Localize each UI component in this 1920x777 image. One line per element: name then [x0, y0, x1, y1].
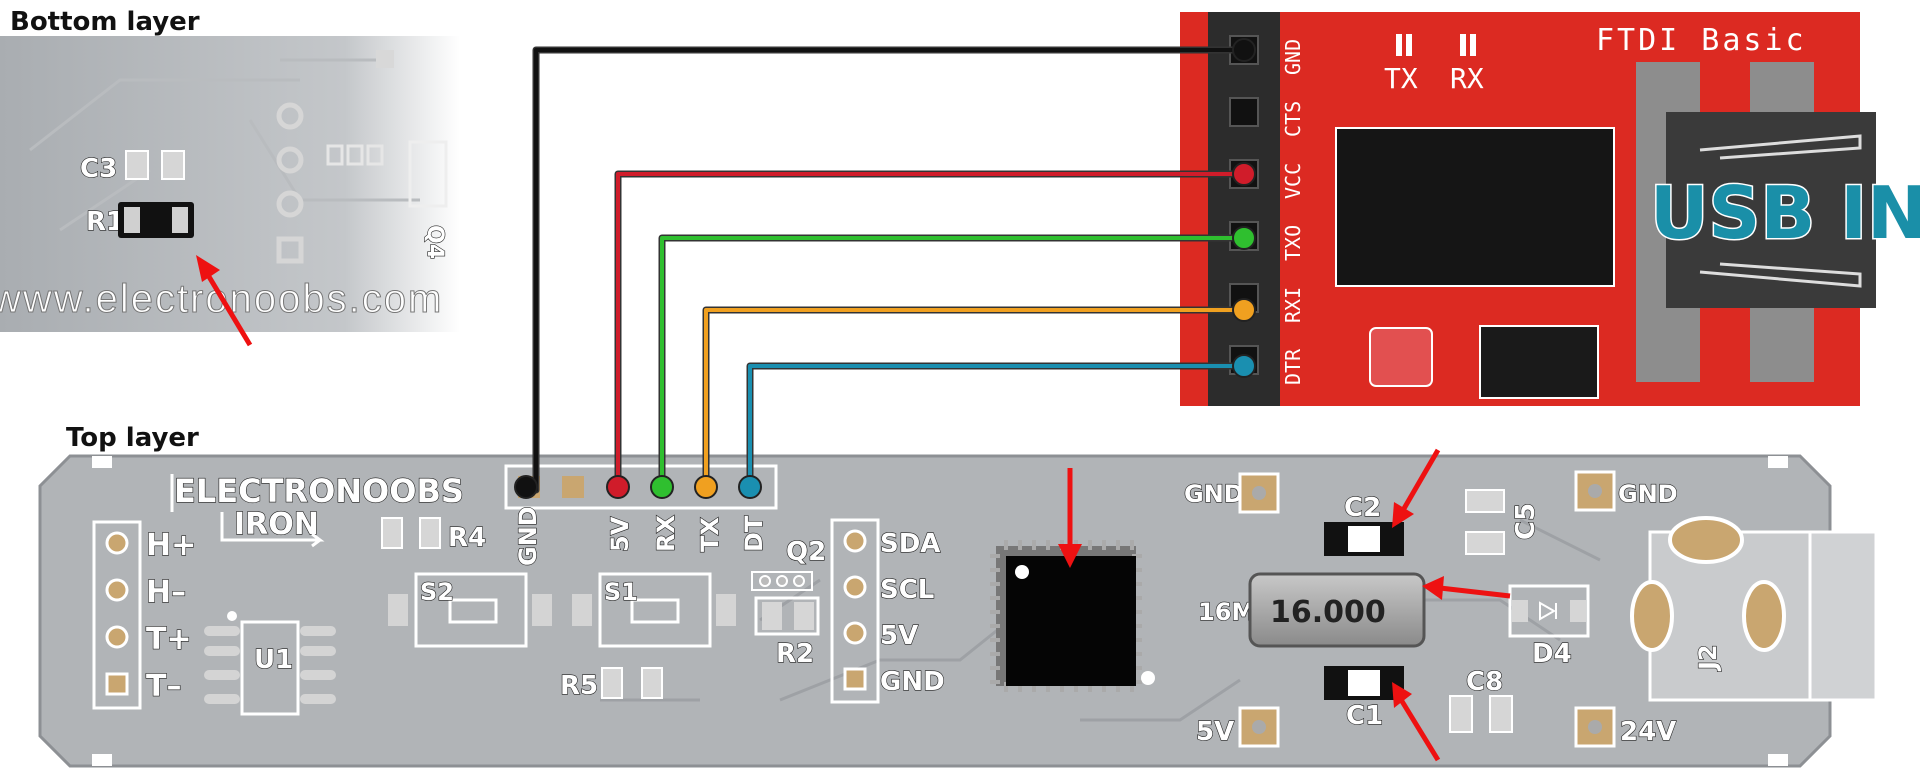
s1-label: S1: [604, 578, 638, 606]
ftdi-tx-label: TX: [1384, 62, 1418, 95]
wire-gnd-core: [534, 48, 1246, 492]
hdr-rx: RX: [652, 515, 680, 552]
i2c-gnd: GND: [880, 667, 945, 697]
bottom-c3-label: C3: [80, 154, 117, 184]
c1-label: C1: [1346, 701, 1383, 731]
q2-label: Q2: [786, 537, 826, 567]
ftdi-pin-cts: CTS: [1281, 101, 1305, 137]
arrows-top: [1058, 448, 1511, 762]
mcu-chip: [990, 540, 1155, 692]
bottom-q4-label: Q4: [422, 225, 447, 259]
ftdi-pin-rxi: RXI: [1281, 287, 1305, 323]
arrow-r1: [196, 255, 253, 347]
wire-gnd: [532, 46, 1248, 494]
c5-label: C5: [1511, 503, 1541, 540]
r4-label: R4: [448, 523, 486, 553]
usb-in-label: USB IN: [1650, 171, 1920, 255]
programming-header: [504, 464, 778, 510]
hdr-tx: TX: [696, 517, 724, 552]
crystal: [1248, 572, 1426, 648]
16m-label: 16M: [1198, 598, 1255, 626]
hdr-dt: DT: [740, 515, 768, 552]
ftdi-rx-label: RX: [1450, 62, 1484, 95]
brand-logo: ELECTRONOOBS: [174, 472, 464, 510]
crystal-value: 16.000: [1270, 595, 1386, 630]
r5-label: R5: [560, 671, 598, 701]
ftdi-board: GND CTS VCC TXO RXI DTR TX RX FTDI Basic…: [1180, 12, 1920, 406]
24v-label: 24V: [1620, 717, 1676, 747]
c2-label: C2: [1344, 493, 1381, 523]
brand-logo-2: IRON: [234, 507, 319, 542]
5v-label: 5V: [1196, 717, 1234, 747]
wire-dots: [514, 38, 1256, 499]
wire-rx-core: [660, 236, 1246, 492]
gnd-label-left: GND: [1184, 480, 1244, 508]
i2c-5v: 5V: [880, 621, 918, 651]
ftdi-pin-gnd: GND: [1281, 39, 1305, 75]
s2-label: S2: [420, 578, 454, 606]
ftdi-pin-dtr: DTR: [1281, 348, 1305, 385]
j2-label: J2: [1694, 644, 1722, 672]
u1-label: U1: [254, 645, 293, 675]
ftdi-title: FTDI Basic: [1596, 23, 1807, 58]
hdr-gnd: GND: [514, 506, 542, 566]
bottom-layer-board: Q4 C3 R1 www.electronoobs.com: [0, 36, 460, 332]
top-layer-title: Top layer: [66, 423, 199, 453]
wire-5v-core: [616, 172, 1246, 492]
wire-dt-core: [748, 364, 1246, 492]
pin-t-plus: T+: [146, 622, 192, 657]
wires: [532, 46, 1248, 494]
ftdi-pin-vcc: VCC: [1281, 163, 1305, 199]
r2-label: R2: [776, 639, 814, 669]
pin-h-plus: H+: [146, 528, 196, 563]
wire-tx-core: [704, 308, 1246, 492]
i2c-sda: SDA: [880, 529, 940, 559]
bottom-layer-title: Bottom layer: [10, 7, 200, 37]
pin-h-minus: H–: [146, 575, 186, 610]
wire-5v: [614, 170, 1248, 494]
i2c-scl: SCL: [880, 575, 934, 605]
ftdi-chip: [1335, 127, 1615, 287]
d4-label: D4: [1532, 639, 1572, 669]
ftdi-pin-txo: TXO: [1281, 225, 1305, 261]
top-layer-board: ELECTRONOOBS IRON H+ H– T+ T– U1 R4: [38, 454, 1880, 768]
c8-label: C8: [1466, 667, 1503, 697]
hdr-5v: 5V: [606, 516, 634, 552]
gnd-label-right: GND: [1618, 480, 1678, 508]
pin-t-minus: T–: [146, 669, 181, 704]
